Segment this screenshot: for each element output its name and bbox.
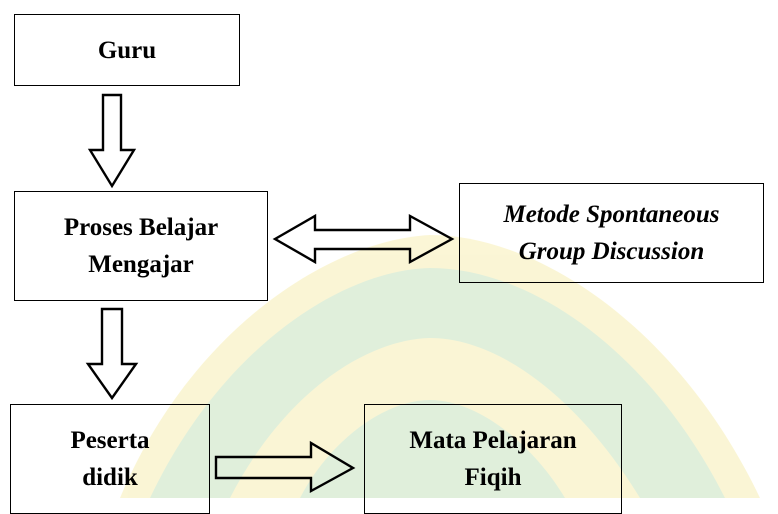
node-guru-label-1: Guru (97, 36, 157, 64)
node-metode-label-1: Metode Spontaneous (503, 201, 720, 228)
arrow-pbm-metode-double (272, 213, 455, 265)
arrow-guru-to-pbm (87, 93, 137, 189)
node-peserta-label-1: Peserta (70, 427, 150, 454)
node-metode: Metode Spontaneous Group Discussion (459, 183, 764, 283)
node-guru: Guru (14, 14, 240, 86)
arrow-pbm-to-peserta (85, 307, 139, 401)
node-mapel-label-2: Fiqih (464, 464, 522, 491)
node-metode-label-2: Group Discussion (518, 238, 705, 265)
node-peserta-didik: Peserta didik (10, 404, 210, 514)
node-mapel-label-1: Mata Pelajaran (409, 427, 577, 454)
node-peserta-label-2: didik (82, 464, 138, 491)
node-proses-belajar-mengajar: Proses Belajar Mengajar (14, 191, 268, 301)
node-mata-pelajaran: Mata Pelajaran Fiqih (364, 404, 622, 514)
arrow-peserta-to-mapel (214, 440, 356, 494)
node-pbm-label-2: Mengajar (88, 251, 194, 278)
node-pbm-label-1: Proses Belajar (63, 214, 219, 241)
